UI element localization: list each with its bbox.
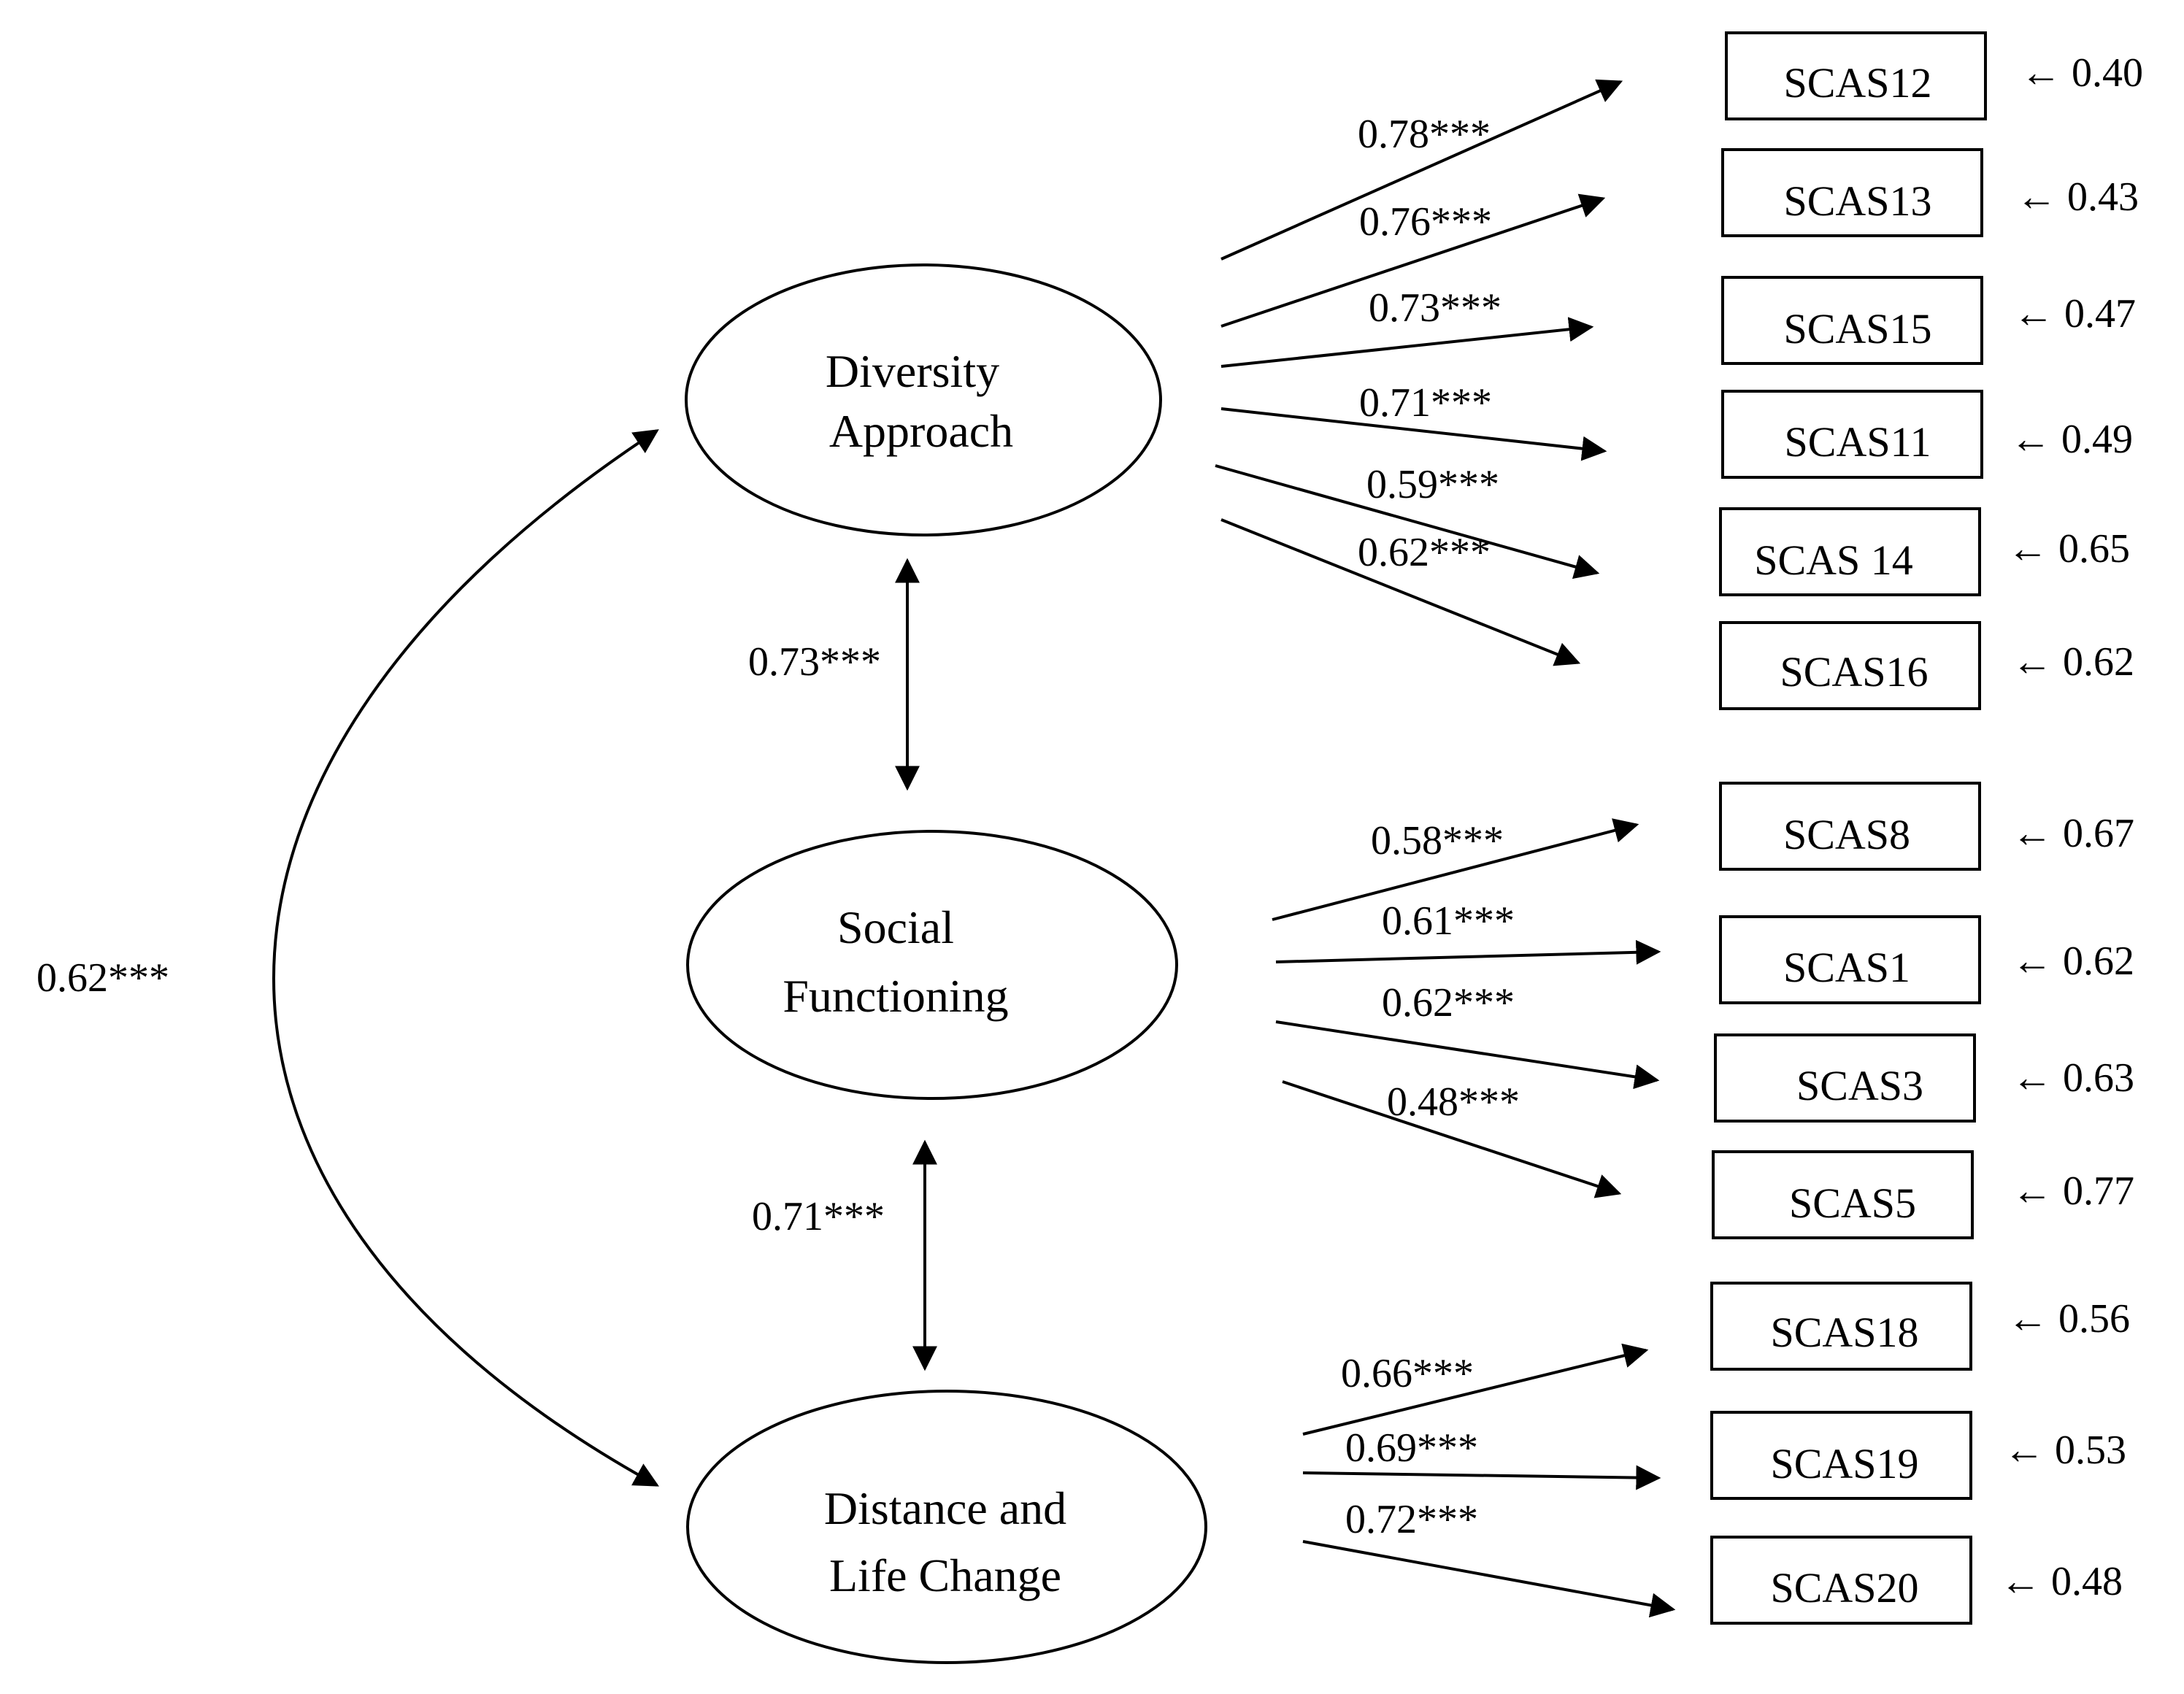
loading-arrow	[1220, 518, 1581, 666]
error-variance: ← 0.49	[2010, 417, 2133, 462]
item-box	[1710, 1536, 1972, 1625]
item-label: SCAS12	[1783, 59, 1931, 107]
error-variance: ← 0.62	[2012, 639, 2134, 685]
factor-label-line1: Diversity	[826, 345, 999, 397]
item-scas11: SCAS11 0.71*** ← 0.49	[1220, 380, 2133, 479]
item-box	[1721, 390, 1983, 479]
item-scas15: SCAS15 0.73*** ← 0.47	[1220, 276, 2136, 368]
item-scas12: SCAS12 0.78*** ← 0.40	[1220, 31, 2143, 261]
item-box	[1712, 1150, 1974, 1239]
factor-distance-life-change: Distance and Life Change	[686, 1390, 1207, 1664]
item-label: SCAS19	[1770, 1440, 1918, 1487]
item-box	[1725, 31, 1987, 120]
loading-arrow	[1302, 1465, 1661, 1490]
factor-ellipse	[686, 1390, 1207, 1664]
item-box	[1710, 1411, 1972, 1500]
item-scas14: SCAS 14 0.59*** ← 0.65	[1215, 462, 2130, 596]
item-label: SCAS20	[1770, 1564, 1918, 1612]
loading-value: 0.73***	[1369, 285, 1502, 331]
item-scas8: SCAS8 0.58*** ← 0.67	[1272, 782, 2134, 921]
correlation-diversity-social: 0.73***	[748, 558, 920, 791]
factor-label-line2: Approach	[829, 405, 1013, 457]
error-variance: ← 0.67	[2012, 811, 2134, 856]
loading-value: 0.61***	[1382, 898, 1515, 944]
correlation-diversity-distance: 0.62***	[36, 429, 659, 1487]
factor-ellipse	[685, 263, 1162, 536]
item-scas1: SCAS1 0.61*** ← 0.62	[1275, 898, 2134, 1004]
correlation-social-distance: 0.71***	[752, 1139, 937, 1371]
factor-social-functioning: Social Functioning	[686, 830, 1178, 1100]
loading-arrow	[1302, 1343, 1649, 1436]
factor-ellipse	[686, 830, 1178, 1100]
error-variance: ← 0.53	[2004, 1428, 2126, 1473]
item-label: SCAS18	[1770, 1309, 1918, 1356]
loading-arrow	[1220, 317, 1594, 368]
factor-diversity-approach: Diversity Approach	[685, 263, 1162, 536]
item-label: SCAS11	[1785, 418, 1931, 466]
error-variance: ← 0.65	[2007, 526, 2130, 571]
loading-value: 0.59***	[1366, 462, 1499, 507]
correlation-value: 0.62***	[36, 955, 169, 1001]
loading-arrow	[1220, 193, 1606, 328]
curved-double-arrow	[272, 429, 659, 1487]
loading-value: 0.76***	[1359, 199, 1492, 245]
item-box	[1719, 507, 1981, 596]
item-label: SCAS5	[1789, 1179, 1916, 1227]
correlation-value: 0.73***	[748, 639, 881, 685]
loading-value: 0.78***	[1358, 112, 1491, 157]
item-box	[1719, 915, 1981, 1004]
error-variance: ← 0.43	[2016, 174, 2139, 220]
error-variance: ← 0.56	[2007, 1296, 2130, 1341]
loading-arrow	[1220, 407, 1607, 461]
loading-value: 0.48***	[1387, 1079, 1520, 1125]
item-box	[1719, 782, 1981, 871]
loading-value: 0.69***	[1345, 1425, 1478, 1471]
factor-label-line1: Distance and	[824, 1482, 1066, 1534]
correlation-value: 0.71***	[752, 1194, 885, 1239]
loading-arrow	[1302, 1540, 1676, 1618]
factor-label-line1: Social	[837, 901, 954, 953]
error-variance: ← 0.63	[2012, 1055, 2134, 1101]
error-variance: ← 0.77	[2012, 1169, 2134, 1214]
item-label: SCAS1	[1783, 944, 1910, 991]
item-box	[1719, 621, 1981, 710]
factor-label-line2: Life Change	[829, 1549, 1061, 1601]
loading-arrow	[1215, 464, 1600, 580]
item-label: SCAS8	[1783, 811, 1910, 858]
item-scas20: SCAS20 0.72*** ← 0.48	[1302, 1497, 2123, 1625]
loading-value: 0.71***	[1359, 380, 1492, 426]
loading-arrow	[1275, 1020, 1660, 1090]
item-label: SCAS13	[1783, 177, 1931, 225]
item-scas16: SCAS16 0.62*** ← 0.62	[1220, 518, 2134, 710]
item-scas3: SCAS3 0.62*** ← 0.63	[1275, 980, 2134, 1123]
item-scas5: SCAS5 0.48*** ← 0.77	[1282, 1079, 2134, 1239]
item-box	[1721, 148, 1983, 237]
loading-arrow	[1272, 818, 1639, 921]
item-scas18: SCAS18 0.66*** ← 0.56	[1302, 1282, 2130, 1436]
error-variance: ← 0.40	[2020, 50, 2143, 96]
error-variance: ← 0.47	[2013, 291, 2136, 336]
item-scas19: SCAS19 0.69*** ← 0.53	[1302, 1411, 2126, 1500]
item-scas13: SCAS13 0.76*** ← 0.43	[1220, 148, 2139, 328]
loading-value: 0.62***	[1382, 980, 1515, 1025]
item-box	[1714, 1033, 1976, 1123]
loading-value: 0.58***	[1371, 818, 1504, 863]
item-box	[1710, 1282, 1972, 1371]
item-label: SCAS3	[1796, 1062, 1923, 1109]
item-label: SCAS 14	[1754, 536, 1913, 584]
item-label: SCAS16	[1780, 648, 1928, 696]
loading-value: 0.62***	[1358, 530, 1491, 575]
item-label: SCAS15	[1783, 305, 1931, 353]
loading-value: 0.72***	[1345, 1497, 1478, 1542]
loading-arrow	[1220, 79, 1623, 261]
item-box	[1721, 276, 1983, 365]
error-variance: ← 0.48	[2000, 1559, 2123, 1604]
error-variance: ← 0.62	[2012, 939, 2134, 984]
loading-arrow	[1282, 1080, 1622, 1198]
factor-label-line2: Functioning	[783, 970, 1008, 1022]
loading-arrow	[1275, 939, 1661, 965]
loading-value: 0.66***	[1341, 1351, 1474, 1396]
